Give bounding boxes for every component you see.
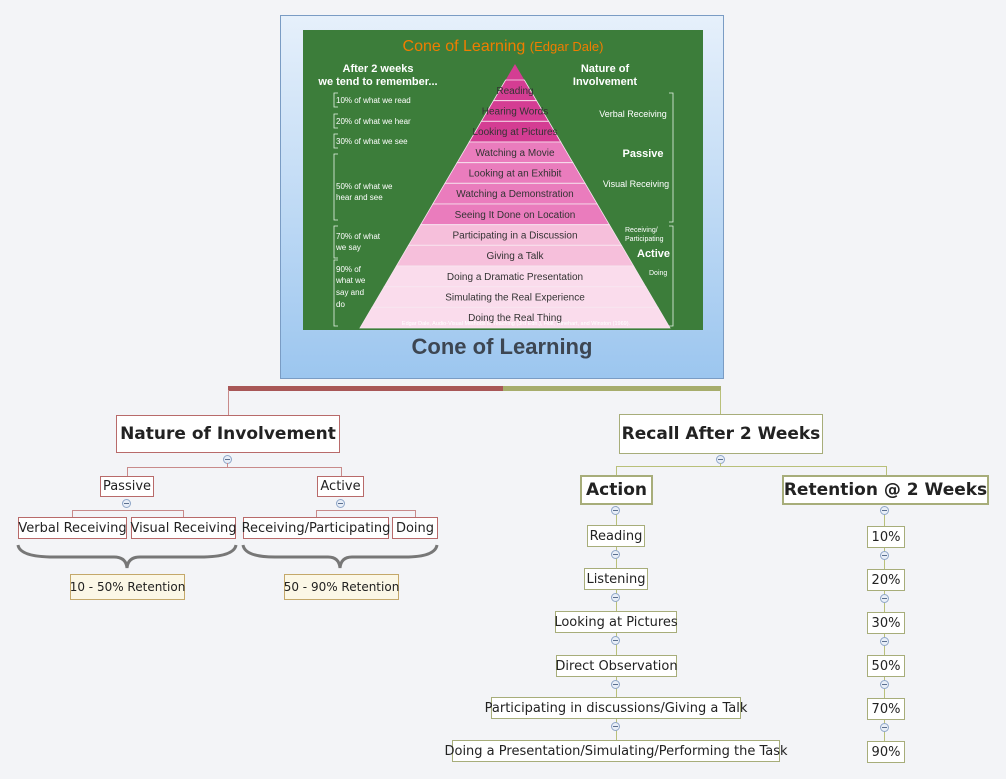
collapse-toggle[interactable] <box>611 636 620 645</box>
central-title: Cone of Learning <box>411 334 593 359</box>
retention-item[interactable]: 20% <box>867 569 905 591</box>
collapse-toggle[interactable] <box>336 499 345 508</box>
cone-of-learning-poster: Cone of Learning (Edgar Dale) After 2 we… <box>303 30 703 330</box>
receiving-participating-node[interactable]: Receiving/Participating <box>242 517 390 539</box>
active-brace <box>241 544 439 569</box>
passive-retention[interactable]: 10 - 50% Retention <box>70 574 185 600</box>
central-topic[interactable]: Cone of Learning (Edgar Dale) After 2 we… <box>280 15 724 379</box>
verbal-receiving-node[interactable]: Verbal Receiving <box>18 517 127 539</box>
passive-brace <box>16 544 238 569</box>
pyramid-level-label: Simulating the Real Experience <box>445 293 585 304</box>
involvement-active: Active <box>637 248 670 260</box>
collapse-toggle[interactable] <box>611 722 620 731</box>
collapse-toggle[interactable] <box>880 723 889 732</box>
retention-item[interactable]: 70% <box>867 698 905 720</box>
pyramid-level-label: Looking at Pictures <box>472 127 557 138</box>
collapse-toggle[interactable] <box>122 499 131 508</box>
collapse-toggle[interactable] <box>611 680 620 689</box>
collapse-toggle[interactable] <box>611 506 620 515</box>
recall-topic[interactable]: Recall After 2 Weeks <box>619 414 823 454</box>
pyramid-level-label: Watching a Demonstration <box>456 189 573 200</box>
connector-left-bar <box>228 386 503 391</box>
collapse-toggle[interactable] <box>880 637 889 646</box>
remember-30: 30% of what we see <box>336 137 408 146</box>
involvement-passive: Passive <box>623 148 664 160</box>
connector-right-bar <box>503 386 721 391</box>
remember-90c: say and <box>336 288 364 297</box>
involvement-doing: Doing <box>649 270 667 277</box>
retention-item[interactable]: 90% <box>867 741 905 763</box>
poster-left-heading-2: we tend to remember... <box>317 76 437 88</box>
retention-item[interactable]: 50% <box>867 655 905 677</box>
involvement-receiving-2: Participating <box>625 236 664 243</box>
pyramid-level-label: Doing a Dramatic Presentation <box>447 272 583 283</box>
pyramid-level-label: Participating in a Discussion <box>452 231 577 242</box>
collapse-toggle[interactable] <box>880 551 889 560</box>
collapse-toggle[interactable] <box>611 593 620 602</box>
retention-item[interactable]: 30% <box>867 612 905 634</box>
pyramid-level-label: Watching a Movie <box>475 148 555 159</box>
remember-70: 70% of what <box>336 232 381 241</box>
poster-right-heading-2: Involvement <box>573 76 638 88</box>
nature-of-involvement-topic[interactable]: Nature of Involvement <box>116 415 340 453</box>
pyramid-level-label: Looking at an Exhibit <box>469 169 562 180</box>
remember-90d: do <box>336 300 345 309</box>
remember-50b: hear and see <box>336 193 383 202</box>
poster-left-heading: After 2 weeks <box>343 63 414 75</box>
active-node[interactable]: Active <box>317 476 364 497</box>
collapse-toggle[interactable] <box>880 680 889 689</box>
pyramid-level-label: Hearing Words <box>482 107 549 118</box>
poster-right-heading: Nature of <box>581 63 630 75</box>
pyramid-level-label: Doing the Real Thing <box>468 313 562 324</box>
pyramid-level-label: Reading <box>496 86 533 97</box>
pyramid-apex <box>505 64 525 80</box>
remember-90b: what we <box>335 276 366 285</box>
visual-receiving-node[interactable]: Visual Receiving <box>131 517 236 539</box>
action-node[interactable]: Action <box>580 475 653 505</box>
action-item[interactable]: Doing a Presentation/Simulating/Performi… <box>444 740 788 762</box>
action-item[interactable]: Participating in discussions/Giving a Ta… <box>485 697 747 719</box>
collapse-toggle[interactable] <box>611 550 620 559</box>
active-retention[interactable]: 50 - 90% Retention <box>284 574 399 600</box>
action-item[interactable]: Direct Observation <box>555 655 678 677</box>
retention-node[interactable]: Retention @ 2 Weeks <box>782 475 989 505</box>
poster-heading: Cone of Learning (Edgar Dale) <box>403 38 604 55</box>
remember-70b: we say <box>335 243 361 252</box>
collapse-toggle[interactable] <box>880 594 889 603</box>
remember-20: 20% of what we hear <box>336 117 411 126</box>
action-item[interactable]: Listening <box>584 568 648 590</box>
retention-item[interactable]: 10% <box>867 526 905 548</box>
pyramid-level <box>359 306 671 329</box>
involvement-visual: Visual Receiving <box>603 179 669 189</box>
collapse-toggle[interactable] <box>880 506 889 515</box>
involvement-receiving: Receiving/ <box>625 227 658 234</box>
poster-citation: Edgar Dale, Audio-Visual Methods in Teac… <box>402 321 631 327</box>
action-item[interactable]: Reading <box>587 525 645 547</box>
remember-90: 90% of <box>336 265 362 274</box>
involvement-verbal: Verbal Receiving <box>599 109 667 119</box>
pyramid-level-label: Giving a Talk <box>486 251 544 262</box>
pyramid-level-label: Seeing It Done on Location <box>455 210 576 221</box>
remember-10: 10% of what we read <box>336 96 411 105</box>
action-item[interactable]: Looking at Pictures <box>554 611 678 633</box>
doing-node[interactable]: Doing <box>392 517 438 539</box>
remember-50: 50% of what we <box>336 182 393 191</box>
passive-node[interactable]: Passive <box>100 476 154 497</box>
